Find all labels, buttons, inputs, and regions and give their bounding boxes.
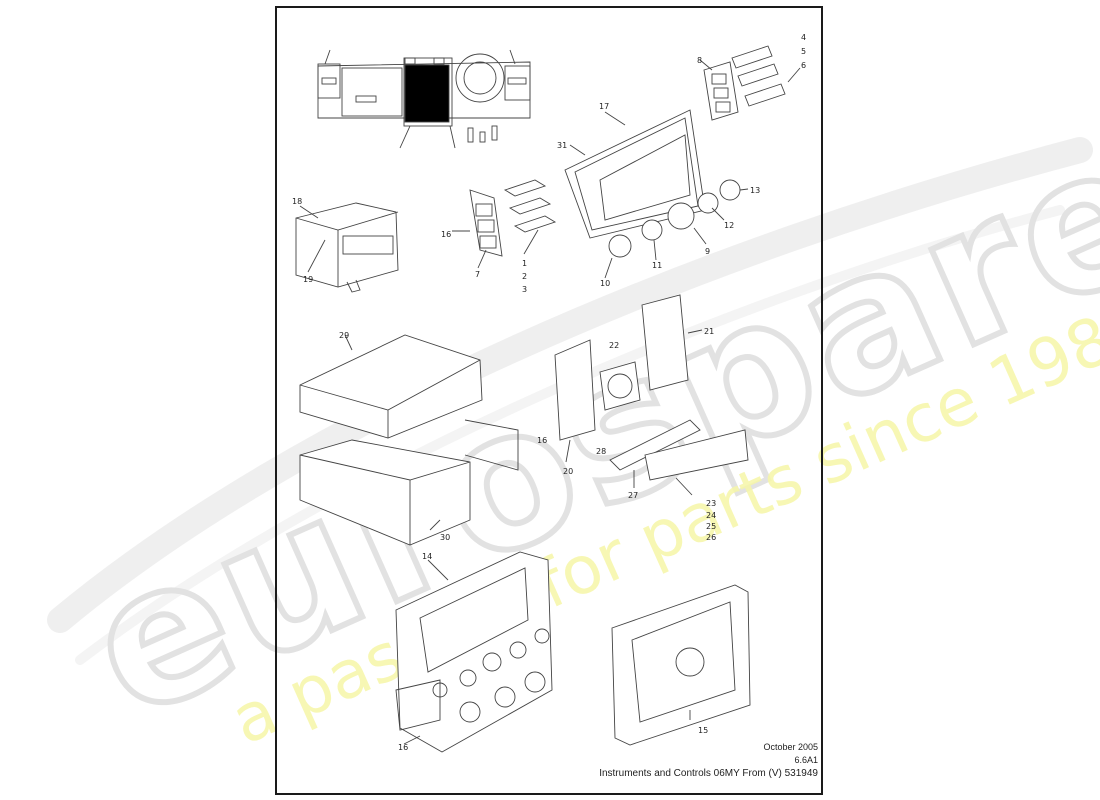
callout-25: 25 — [706, 522, 717, 531]
callout-24: 24 — [706, 511, 717, 520]
callout-7: 7 — [475, 270, 481, 279]
diagram-title: Instruments and Controls 06MY From (V) 5… — [599, 768, 818, 779]
part-clock-22 — [599, 361, 641, 411]
callout-30: 30 — [440, 533, 451, 542]
part-switch-panel-20 — [554, 339, 596, 463]
callout-16: 16 — [441, 230, 452, 239]
callout-21: 21 — [704, 327, 715, 336]
part-switches-1-3 — [503, 179, 557, 255]
callout-28: 28 — [596, 447, 607, 456]
callout-20: 20 — [563, 467, 574, 476]
part-switch-panel-21 — [641, 294, 703, 391]
part-switch-bezel-7 — [452, 189, 503, 269]
callout-10: 10 — [600, 279, 611, 288]
callout-12: 12 — [724, 221, 735, 230]
callout-15: 15 — [698, 726, 709, 735]
part-switch-pack-8 — [699, 59, 739, 121]
part-fascia-15 — [611, 584, 751, 746]
callout-29: 29 — [339, 331, 350, 340]
callout-18: 18 — [292, 197, 303, 206]
callout-4: 4 — [801, 33, 807, 42]
callout-19: 19 — [303, 275, 314, 284]
callout-1: 1 — [522, 259, 528, 268]
callout-3: 3 — [522, 285, 528, 294]
callout-23: 23 — [706, 499, 717, 508]
callout-16: 16 — [537, 436, 548, 445]
dashboard-overview — [317, 49, 531, 149]
callout-2: 2 — [522, 272, 528, 281]
section-code: 6.6A1 — [794, 755, 818, 765]
part-switches-4-6 — [731, 45, 801, 107]
callout-22: 22 — [609, 341, 620, 350]
callout-11: 11 — [652, 261, 663, 270]
callout-26: 26 — [706, 533, 717, 542]
callout-16: 16 — [398, 743, 409, 752]
callout-17: 17 — [599, 102, 610, 111]
callout-27: 27 — [628, 491, 639, 500]
callout-5: 5 — [801, 47, 807, 56]
callout-31: 31 — [557, 141, 568, 150]
callout-6: 6 — [801, 61, 807, 70]
part-fascia-14 — [395, 551, 553, 753]
part-trim-27-and-switches-23-26 — [609, 419, 749, 496]
part-amplifier-29 — [299, 334, 483, 439]
callout-9: 9 — [705, 247, 711, 256]
part-bracket-30 — [299, 419, 519, 546]
callout-13: 13 — [750, 186, 761, 195]
callout-14: 14 — [422, 552, 433, 561]
callout-8: 8 — [697, 56, 703, 65]
diagram-date: October 2005 — [763, 742, 818, 752]
